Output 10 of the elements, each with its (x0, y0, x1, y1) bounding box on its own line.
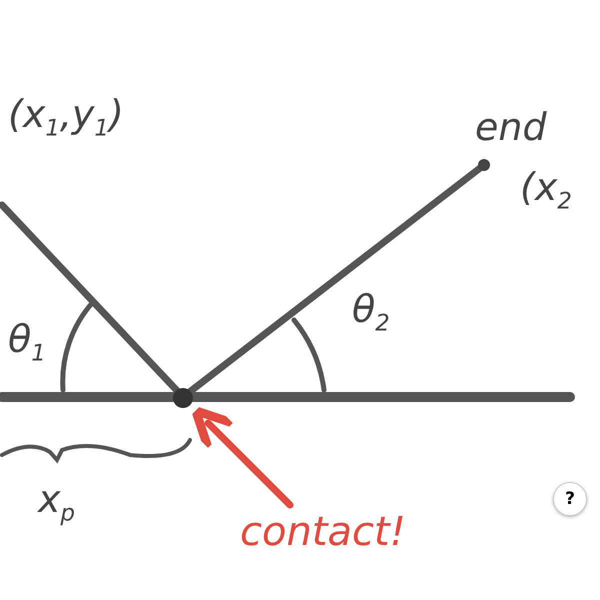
point-coordinates: (x$_{1}$,y$_{1}$) (8, 95, 124, 140)
help-button: ? (553, 482, 587, 516)
angle-label: θ$_{2}$ (352, 290, 390, 336)
leader-arrow (191, 406, 294, 508)
angle-label: θ$_{1}$ (8, 320, 46, 366)
contact-point-dot (173, 388, 193, 408)
point-coordinates: (x$_{2}$ (520, 168, 572, 214)
point-label: end (475, 108, 547, 146)
distance-label: x$_{p}$ (38, 480, 75, 526)
callout-text: contact! (240, 512, 450, 562)
